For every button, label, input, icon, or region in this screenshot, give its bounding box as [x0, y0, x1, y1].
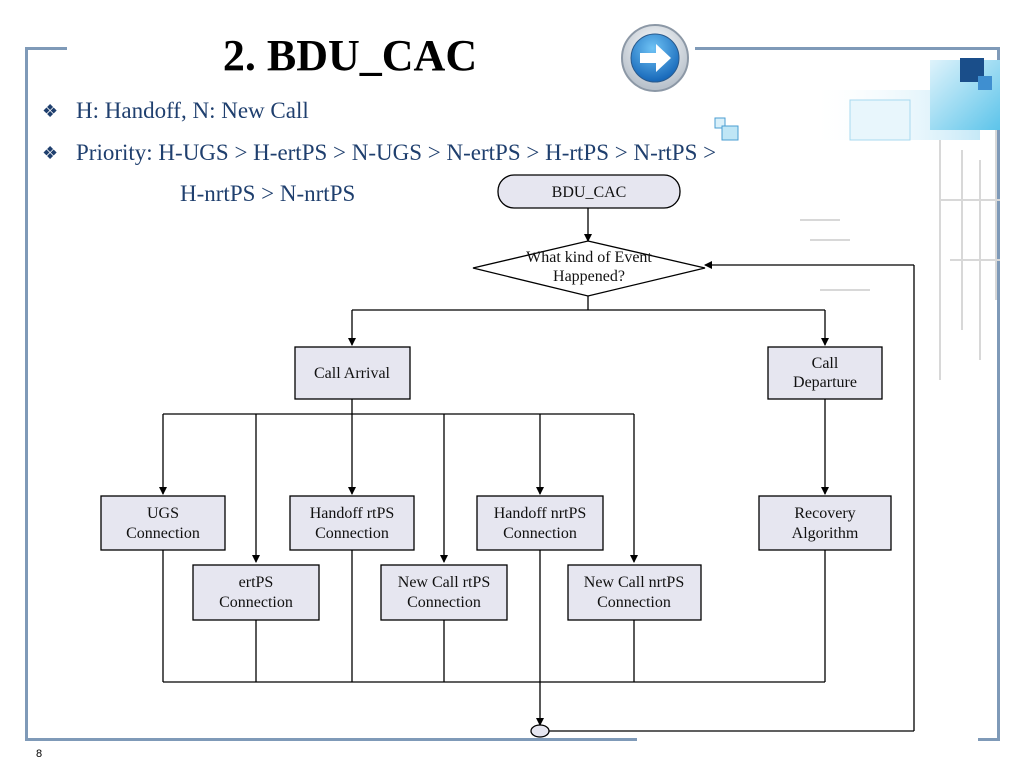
handoff-rtps-label-line1: Handoff rtPS — [310, 505, 395, 522]
ugs-label-line1: UGS — [147, 505, 179, 522]
newcall-rtps-label-line1: New Call rtPS — [398, 574, 490, 591]
page-number: 8 — [36, 748, 43, 760]
ertps-connection-node — [192, 564, 320, 621]
newcall-rtps-node — [380, 564, 508, 621]
call-departure-node — [767, 346, 883, 400]
frame-left — [25, 47, 28, 741]
decision-label-line1: What kind of Event — [526, 249, 652, 266]
frame-top-right — [695, 47, 1000, 50]
newcall-nrtps-label-line2: Connection — [597, 594, 671, 611]
handoff-nrtps-label-line1: Handoff nrtPS — [494, 505, 587, 522]
handoff-rtps-label-line2: Connection — [315, 525, 389, 542]
recovery-label-line1: Recovery — [794, 505, 855, 522]
call-departure-label-line2: Departure — [793, 374, 857, 391]
start-node — [497, 174, 681, 209]
start-node-label: BDU_CAC — [552, 184, 627, 201]
frame-right — [997, 47, 1000, 741]
call-arrival-node — [294, 346, 411, 400]
decision-node — [472, 240, 706, 297]
ugs-connection-node — [100, 495, 226, 551]
frame-bottom — [25, 738, 637, 741]
newcall-nrtps-node — [567, 564, 702, 621]
bullet-diamond-icon: ❖ — [42, 101, 59, 121]
ertps-label-line2: Connection — [219, 594, 293, 611]
decorative-graphic — [714, 58, 1000, 380]
slide-title: 2. BDU_CAC — [222, 31, 478, 80]
bullet-2-continued: H-nrtPS > N-nrtPS — [180, 181, 356, 206]
bullet-diamond-icon: ❖ — [42, 143, 59, 163]
frame-bottom-right — [978, 738, 1000, 741]
bullet-2: Priority: H-UGS > H-ertPS > N-UGS > N-er… — [76, 140, 717, 165]
arrow-right-icon[interactable] — [620, 23, 690, 93]
newcall-nrtps-label-line1: New Call nrtPS — [584, 574, 684, 591]
handoff-nrtps-node — [476, 495, 604, 551]
call-departure-label-line1: Call — [812, 355, 839, 372]
recovery-label-line2: Algorithm — [792, 525, 859, 542]
call-arrival-label: Call Arrival — [314, 365, 391, 382]
decision-label-line2: Happened? — [553, 268, 625, 285]
newcall-rtps-label-line2: Connection — [407, 594, 481, 611]
frame-top-left — [25, 47, 67, 50]
bullet-1: H: Handoff, N: New Call — [76, 98, 309, 123]
handoff-nrtps-label-line2: Connection — [503, 525, 577, 542]
merge-connector — [530, 724, 550, 738]
recovery-algorithm-node — [758, 495, 892, 551]
ertps-label-line1: ertPS — [239, 574, 274, 591]
ugs-label-line2: Connection — [126, 525, 200, 542]
handoff-rtps-node — [289, 495, 415, 551]
